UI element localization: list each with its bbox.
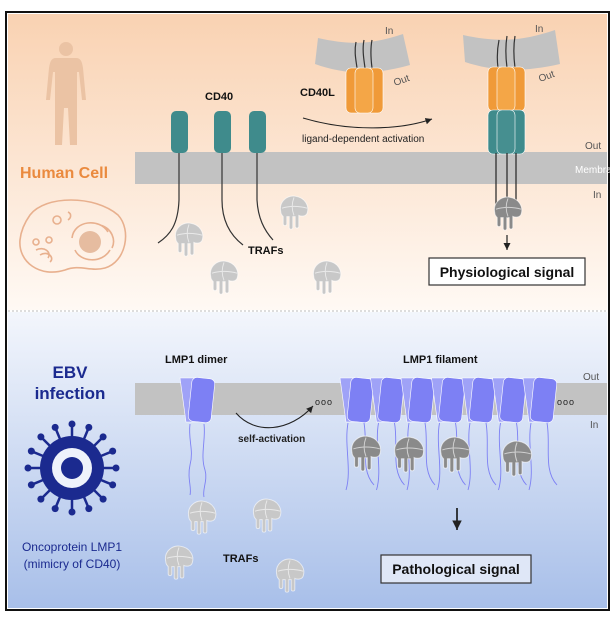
cell-icon — [19, 199, 127, 273]
membrane-label: Membrane — [575, 165, 614, 176]
self-activation-arrow — [235, 405, 314, 429]
ellipsis-right: ooo — [557, 397, 575, 407]
membrane-top — [135, 152, 607, 184]
ellipsis-left: ooo — [315, 397, 333, 407]
cd40-label: CD40 — [205, 91, 233, 103]
cd40-cd40l-complex — [487, 35, 526, 218]
partner-in-label: In — [385, 26, 393, 37]
lmp1-dimer-unit — [492, 377, 527, 491]
out-label: Out — [585, 141, 601, 152]
virus-icon — [24, 420, 120, 516]
virus-spike-tip — [99, 495, 107, 503]
cd40l-label: CD40L — [300, 87, 335, 99]
virus-spike-tip — [109, 447, 117, 455]
pathological-signal-label: Pathological signal — [392, 561, 520, 577]
lmp1-dimer-unit — [400, 377, 436, 491]
ebv-title-line2: infection — [35, 384, 106, 403]
pathological-signal-box — [380, 554, 532, 584]
human-figure-icon — [46, 42, 86, 145]
lmp1-filament-label: LMP1 filament — [403, 354, 478, 366]
virus-spike-tip — [85, 423, 93, 431]
cd40l-trimer — [345, 39, 384, 114]
self-activation-label: self-activation — [238, 434, 305, 445]
in-label: In — [593, 190, 601, 201]
out-label-bottom: Out — [583, 372, 599, 383]
virus-spike-tip — [68, 420, 76, 428]
lmp1-dimer — [179, 377, 216, 498]
activation-arrow — [302, 117, 433, 129]
partner-cell-membrane — [463, 30, 560, 70]
lmp1-dimer-unit — [522, 377, 558, 491]
trafs-label-bottom: TRAFs — [223, 553, 258, 565]
in-label-bottom: In — [590, 420, 598, 431]
virus-spike-tip — [24, 464, 32, 472]
virus-spike-tip — [51, 423, 59, 431]
cd40-receptor — [157, 111, 188, 244]
partner-cell-membrane — [315, 34, 410, 73]
virus-spike-tip — [85, 505, 93, 513]
oncoprotein-label-line1: Oncoprotein LMP1 — [22, 540, 122, 554]
virus-core — [61, 457, 83, 479]
virus-spike-tip — [109, 481, 117, 489]
virus-spike-tip — [51, 505, 59, 513]
oncoprotein-label-line2: (mimicry of CD40) — [24, 557, 121, 571]
lmp1-dimer-unit — [431, 377, 466, 491]
physiological-signal-label: Physiological signal — [440, 264, 575, 280]
trafs-label: TRAFs — [248, 245, 283, 257]
virus-spike-tip — [68, 508, 76, 516]
virus-spike-tip — [27, 447, 35, 455]
partner-in-label-2: In — [535, 24, 543, 35]
cd40-receptor — [214, 111, 244, 246]
activation-label: ligand-dependent activation — [302, 134, 424, 145]
ebv-title-line1: EBV — [53, 363, 89, 382]
cd40-receptor — [249, 111, 274, 241]
virus-spike-tip — [27, 481, 35, 489]
physiological-signal-box — [428, 257, 586, 286]
lmp1-dimer-unit — [339, 377, 375, 491]
partner-out-label: Out — [392, 73, 411, 89]
virus-spike-tip — [37, 495, 45, 503]
lmp1-dimer-unit — [461, 377, 497, 491]
virus-spike-tip — [37, 433, 45, 441]
lmp1-filament — [339, 377, 558, 491]
virus-spike-tip — [112, 464, 120, 472]
human-cell-title: Human Cell — [20, 165, 108, 182]
virus-spike-tip — [99, 433, 107, 441]
partner-out-label-2: Out — [537, 69, 556, 85]
lmp1-dimer-label: LMP1 dimer — [165, 354, 228, 366]
